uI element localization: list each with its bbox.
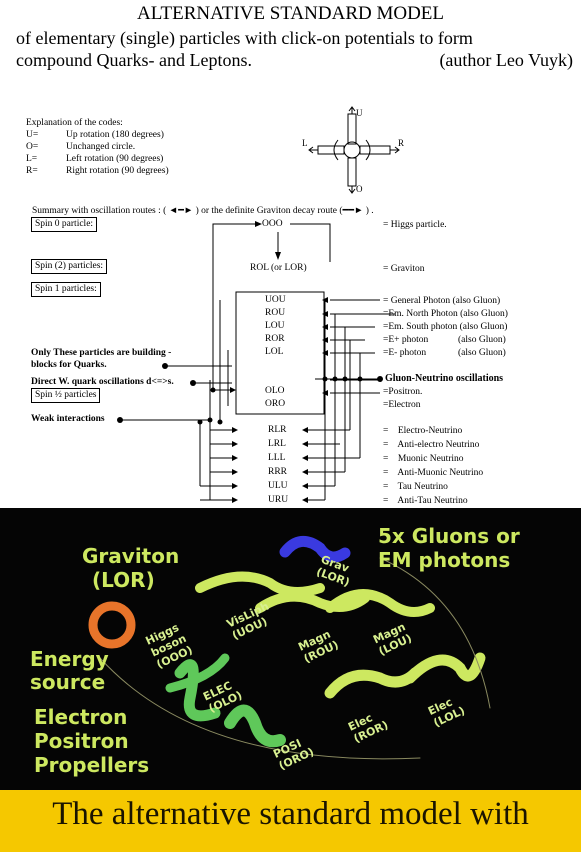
legend-code: R= (26, 166, 38, 176)
spin2-box: Spin (2) particles: (31, 259, 108, 274)
photo-graviton-1: Graviton (82, 544, 180, 568)
meaning-south-photon: =Em. South photon (also Gluon) (383, 322, 508, 332)
legend-text: Unchanged circle. (66, 142, 136, 152)
code-lrl: LRL (268, 439, 286, 449)
legend-row-o: O= Unchanged circle. (26, 141, 135, 153)
photo-graviton-label: Graviton (LOR) (82, 544, 179, 592)
meaning-anti-mu-nu: = Anti-Muonic Neutrino (383, 468, 484, 478)
legend-row-r: R= Right rotation (90 degrees) (26, 165, 169, 177)
code-rlr: RLR (268, 425, 287, 435)
photo-energy-2: source (30, 670, 106, 694)
code-rrr: RRR (268, 467, 288, 477)
meaning-gen-photon: = General Photon (also Gluon) (383, 296, 501, 306)
meaning-mu-nu: = Muonic Neutrino (383, 454, 464, 464)
spinhalf-box: Spin ½ particles (31, 388, 101, 403)
spin1-box: Spin 1 particles: (31, 282, 101, 297)
legend-text: Right rotation (90 degrees) (66, 166, 169, 176)
code-uou: UOU (265, 295, 286, 305)
meaning-eminus: =E- photon (also Gluon) (383, 347, 506, 359)
author: (author Leo Vuyk) (439, 50, 573, 70)
meaning-graviton: = Graviton (383, 264, 425, 274)
legend-row-l: L= Left rotation (90 degrees) (26, 153, 163, 165)
legend-heading: Explanation of the codes: (26, 118, 123, 128)
banner-text: The alternative standard model with (52, 796, 529, 832)
subtitle-line2: compound Quarks- and Leptons. (16, 50, 252, 70)
axis-o-label: O (356, 184, 363, 194)
particle-strands (88, 536, 491, 760)
summary-line: Summary with oscillation routes : ( ◄━► … (32, 206, 374, 216)
code-lll: LLL (268, 453, 286, 463)
legend-code: O= (26, 142, 39, 152)
note-quark-osc: Direct W. quark oscillations d<=>s. (31, 377, 174, 387)
meaning-e-nu: = Electro-Neutrino (383, 426, 463, 436)
legend-code: U= (26, 130, 39, 140)
code-rol: ROL (or LOR) (250, 263, 307, 273)
meaning-electron: =Electron (383, 400, 421, 410)
rotation-cross-diagram: U O L R (302, 106, 404, 194)
meaning-anti-e-nu: = Anti-electro Neutrino (383, 440, 480, 450)
meaning-eplus: =E+ photon (also Gluon) (383, 334, 506, 346)
photo-electron-3: Propellers (34, 753, 150, 777)
note-weak: Weak interactions (31, 414, 105, 424)
code-uru: URU (268, 495, 289, 505)
photo-graviton-2: (LOR) (92, 568, 155, 592)
axis-r-label: R (398, 138, 404, 148)
photo-gluons-1: 5x Gluons or (378, 524, 520, 548)
legend-row-u: U= Up rotation (180 degrees) (26, 129, 164, 141)
meaning-tau-nu: = Tau Neutrino (383, 482, 448, 492)
legend-text: Left rotation (90 degrees) (66, 154, 164, 164)
particle-model-photo: Graviton (LOR) 5x Gluons or EM photons E… (0, 508, 581, 790)
code-oro: ORO (265, 399, 286, 409)
note-building-2: blocks for Quarks. (31, 360, 107, 370)
bottom-banner (0, 790, 581, 852)
code-ror: ROR (265, 334, 285, 344)
photo-energy-label: Energy source (30, 648, 109, 694)
note-building-1: Only These particles are building - (31, 348, 172, 358)
axis-l-label: L (302, 138, 308, 148)
axis-u-label: U (356, 108, 363, 118)
code-lou: LOU (265, 321, 285, 331)
meaning-north-photon: =Em. North Photon (also Gluon) (383, 309, 508, 319)
code-ooo: OOO (262, 219, 283, 229)
note-gluon-neutrino: Gluon-Neutrino oscillations (385, 373, 504, 384)
photo-gluons-label: 5x Gluons or EM photons (378, 524, 520, 572)
code-lol: LOL (265, 347, 284, 357)
photo-electron-label: Electron Positron Propellers (34, 705, 149, 777)
code-ulu: ULU (268, 481, 288, 491)
meaning-eplus-note: (also Gluon) (458, 335, 506, 345)
photo-energy-1: Energy (30, 647, 109, 671)
photo-gluons-2: EM photons (378, 548, 511, 572)
legend-text: Up rotation (180 degrees) (66, 130, 164, 140)
subtitle-line1: of elementary (single) particles with cl… (16, 28, 473, 48)
meaning-eplus-label: =E+ photon (383, 335, 429, 345)
meaning-positron: =Positron. (383, 387, 423, 397)
meaning-anti-tau-nu: = Anti-Tau Neutrino (383, 496, 468, 506)
photo-electron-1: Electron (34, 705, 128, 729)
code-rou: ROU (265, 308, 286, 318)
spin0-box: Spin 0 particle: (31, 217, 98, 232)
legend-code: L= (26, 154, 38, 164)
code-olo: OLO (265, 386, 285, 396)
meaning-eminus-note: (also Gluon) (458, 348, 506, 358)
oscillation-routes (117, 221, 395, 503)
meaning-eminus-label: =E- photon (383, 348, 427, 358)
meaning-higgs: = Higgs particle. (383, 220, 447, 230)
page-title: ALTERNATIVE STANDARD MODEL (136, 3, 445, 24)
photo-electron-2: Positron (34, 729, 129, 753)
